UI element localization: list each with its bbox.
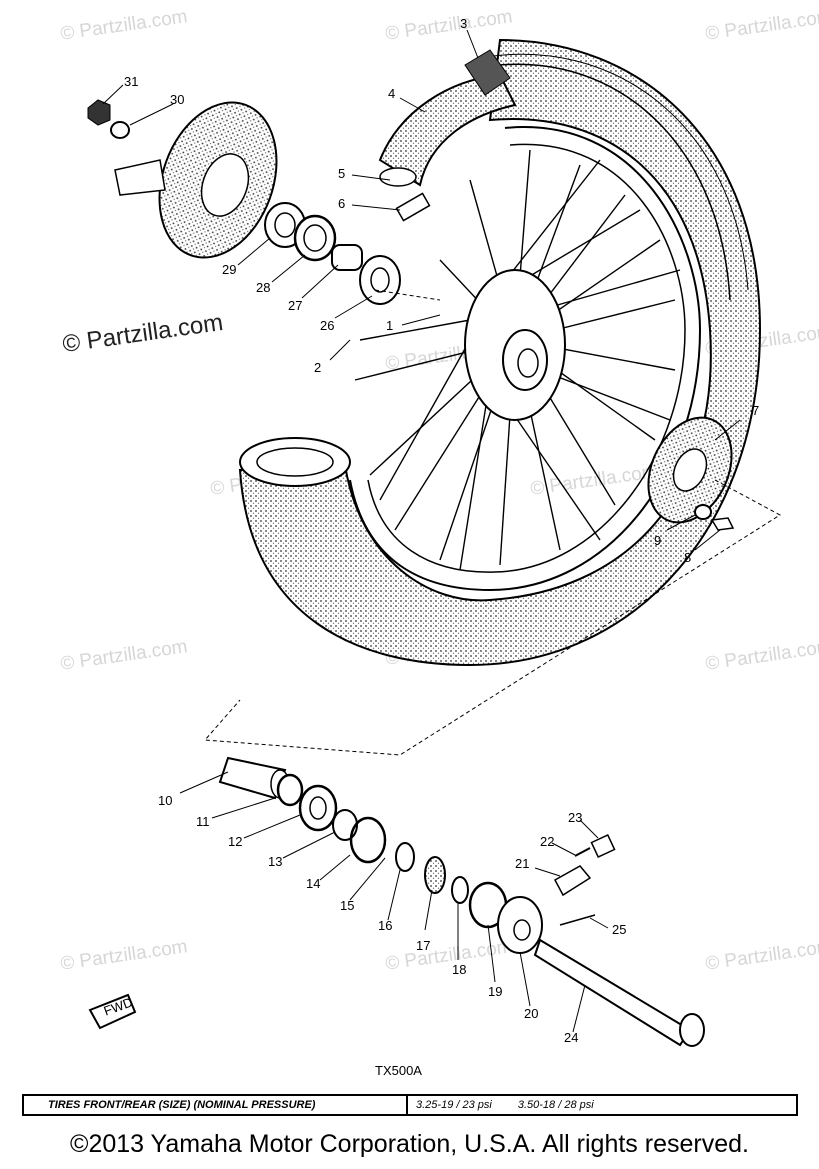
- axle-assembly: [88, 756, 705, 1047]
- callout-9: 9: [654, 533, 661, 548]
- left-bearings: [264, 202, 401, 305]
- leader-lines: [102, 29, 741, 1033]
- callout-3: 3: [460, 16, 467, 31]
- callout-30: 30: [170, 92, 184, 107]
- callout-1: 1: [386, 318, 393, 333]
- callout-31: 31: [124, 74, 138, 89]
- callout-19: 19: [488, 984, 502, 999]
- spec-rear: 3.50-18 / 28 psi: [517, 1099, 594, 1111]
- callout-5: 5: [338, 166, 345, 181]
- callout-20: 20: [524, 1006, 538, 1021]
- callout-21: 21: [515, 856, 529, 871]
- callout-7: 7: [752, 403, 759, 418]
- hub-cover-plate: [647, 416, 735, 531]
- callout-23: 23: [568, 810, 582, 825]
- callout-8: 8: [684, 550, 691, 565]
- brake-disc: [87, 99, 278, 259]
- spec-label: TIRES FRONT/REAR (SIZE) (NOMINAL PRESSUR…: [24, 1096, 408, 1114]
- callout-11: 11: [196, 814, 210, 829]
- tube-and-rim-band: [378, 49, 517, 222]
- callout-2: 2: [314, 360, 321, 375]
- callout-22: 22: [540, 834, 554, 849]
- callout-29: 29: [222, 262, 236, 277]
- projection-lines: [203, 289, 781, 756]
- callout-6: 6: [338, 196, 345, 211]
- spec-values: 3.25-19 / 23 psi 3.50-18 / 28 psi: [408, 1096, 594, 1114]
- callout-18: 18: [452, 962, 466, 977]
- spec-front: 3.25-19 / 23 psi: [416, 1099, 492, 1111]
- callout-25: 25: [612, 922, 626, 937]
- callout-17: 17: [416, 938, 430, 953]
- callout-12: 12: [228, 834, 242, 849]
- callout-14: 14: [306, 876, 320, 891]
- callout-27: 27: [288, 298, 302, 313]
- model-code: TX500A: [375, 1063, 422, 1078]
- callout-28: 28: [256, 280, 270, 295]
- callout-15: 15: [340, 898, 354, 913]
- tire-spec-table: TIRES FRONT/REAR (SIZE) (NOMINAL PRESSUR…: [22, 1094, 798, 1116]
- callout-13: 13: [268, 854, 282, 869]
- copyright-notice: ©2013 Yamaha Motor Corporation, U.S.A. A…: [70, 1130, 749, 1158]
- callout-4: 4: [388, 86, 395, 101]
- hub: [464, 269, 566, 421]
- callout-16: 16: [378, 918, 392, 933]
- tire: [238, 38, 762, 667]
- callout-24: 24: [564, 1030, 578, 1045]
- callout-10: 10: [158, 793, 172, 808]
- callout-26: 26: [320, 318, 334, 333]
